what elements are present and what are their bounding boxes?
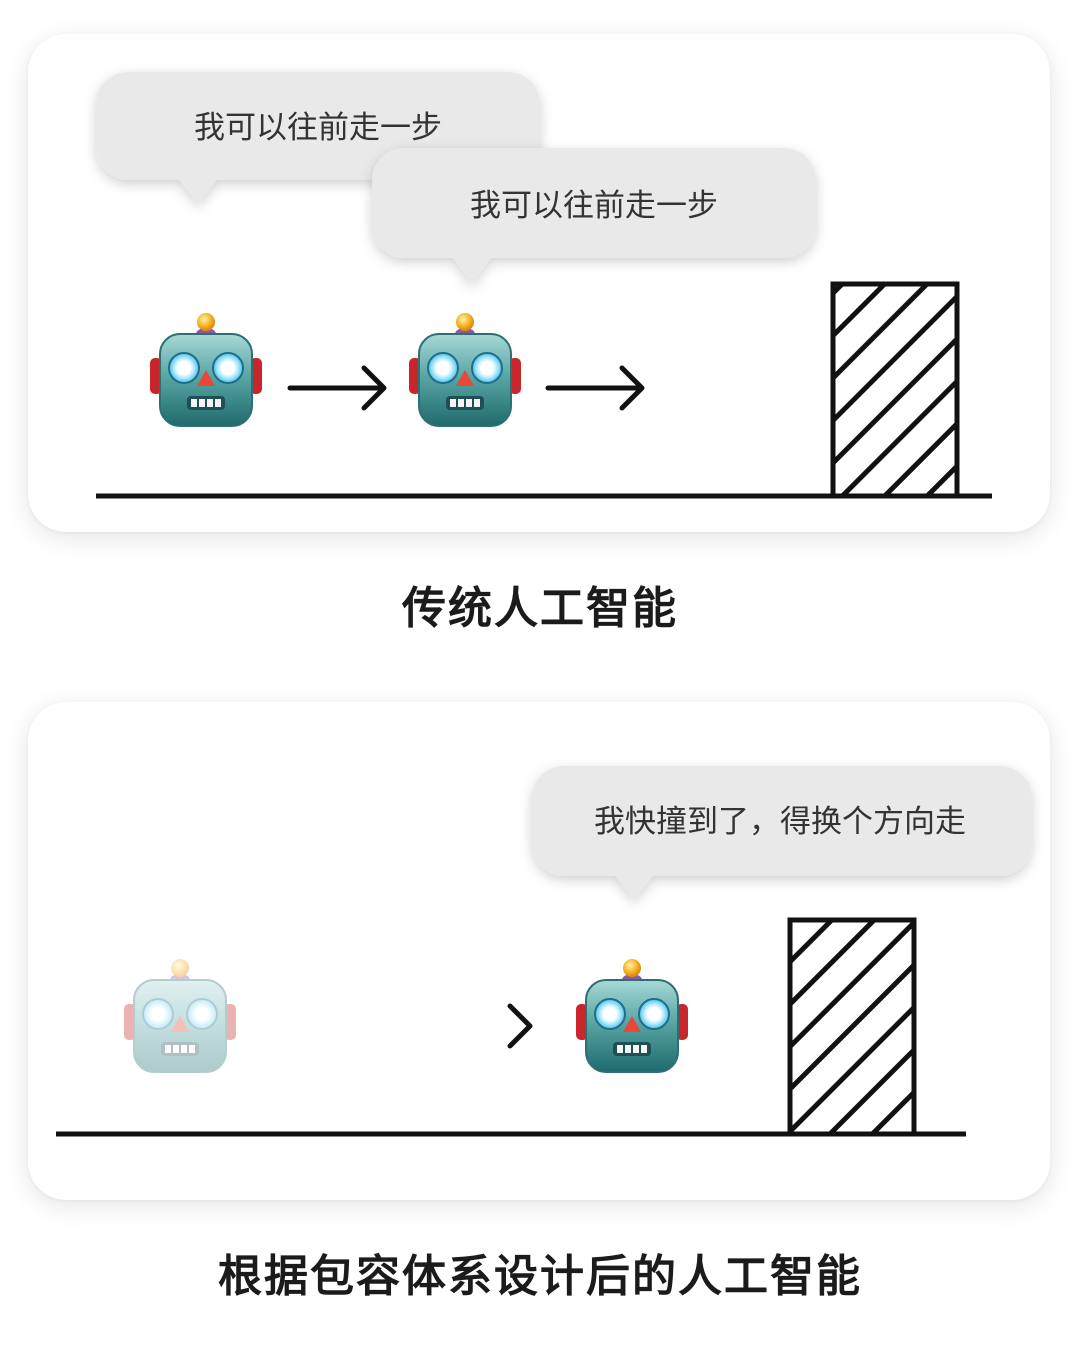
bottom-scenario-diagram: 我快撞到了，得换个方向走 xyxy=(28,702,1050,1200)
robot-icon xyxy=(576,959,688,1072)
arrow-right-icon xyxy=(268,1006,530,1046)
bottom-caption: 根据包容体系设计后的人工智能 xyxy=(0,1240,1080,1304)
top-caption: 传统人工智能 xyxy=(0,572,1080,636)
speech-bubble-1-text: 我可以往前走一步 xyxy=(194,110,442,146)
arrow-right-icon xyxy=(548,368,642,408)
arrow-right-icon xyxy=(290,368,384,408)
robot-icon xyxy=(150,313,262,426)
speech-bubble-2-text: 我可以往前走一步 xyxy=(470,188,718,224)
top-scenario-diagram: 我可以往前走一步 我可以往前走一步 xyxy=(28,34,1050,532)
wall-obstacle-icon xyxy=(790,920,914,1134)
wall-obstacle-icon xyxy=(833,284,957,496)
bottom-scenario-panel: 我快撞到了，得换个方向走 xyxy=(28,702,1050,1200)
robot-icon-faded xyxy=(124,959,236,1072)
speech-bubble-3-text: 我快撞到了，得换个方向走 xyxy=(594,804,966,840)
top-scenario-panel: 我可以往前走一步 我可以往前走一步 xyxy=(28,34,1050,532)
robot-icon xyxy=(409,313,521,426)
